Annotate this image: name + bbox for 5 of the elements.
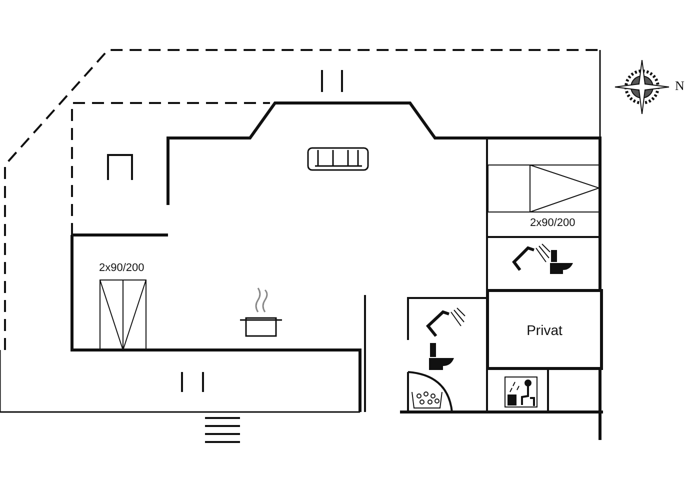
bed-size-label: 2x90/200: [99, 262, 144, 274]
room-outline: [486, 289, 603, 370]
north-label: N: [675, 78, 684, 94]
room-name: Privat: [526, 322, 562, 338]
bed-size-label: 2x90/200: [530, 217, 576, 229]
